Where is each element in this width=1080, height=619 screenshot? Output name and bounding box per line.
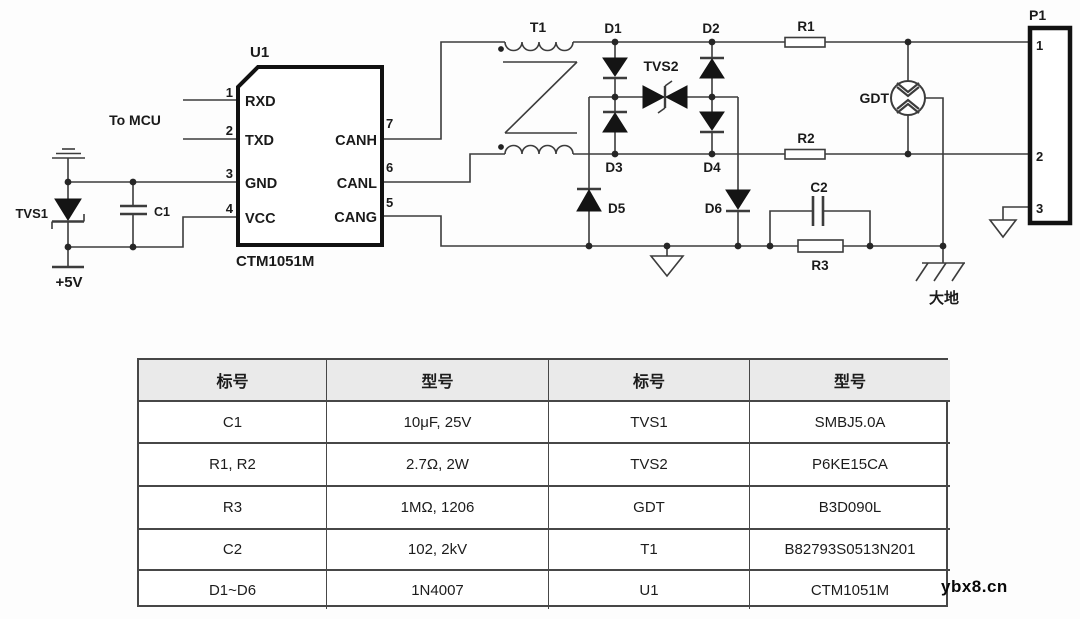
table-cell: 102, 2kV	[326, 528, 548, 569]
table-cell: B3D090L	[749, 485, 950, 528]
r3-resistor: R3	[797, 239, 844, 273]
tvs1-diode: TVS1	[15, 198, 85, 229]
table-cell: TVS2	[548, 442, 749, 485]
r3-label: R3	[811, 258, 829, 273]
p1-pin3-number: 3	[1036, 201, 1043, 216]
table-cell: T1	[548, 528, 749, 569]
d2-diode: D2	[699, 21, 725, 79]
r2-resistor: R2	[784, 131, 826, 160]
u1-pin-vcc-label: VCC	[245, 211, 276, 227]
table-cell: SMBJ5.0A	[749, 400, 950, 442]
watermark: ybx8.cn	[941, 577, 1008, 596]
component-table: 标号 型号 标号 型号 C1 10μF, 25V TVS1 SMBJ5.0A R…	[137, 358, 950, 609]
u1-pin-rxd-label: RXD	[245, 94, 276, 110]
table-header-cell: 标号	[548, 360, 749, 400]
table-header-cell: 标号	[139, 360, 326, 400]
u1-pin5-number: 5	[386, 195, 393, 210]
table-cell: GDT	[548, 485, 749, 528]
p1-pin2-number: 2	[1036, 149, 1043, 164]
d1-diode: D1	[602, 21, 628, 80]
plus5v-rail: +5V	[52, 265, 84, 291]
t1-transformer: T1	[498, 19, 578, 155]
p1-connector: P1 1 2 3	[1027, 7, 1073, 226]
t1-polarity-dot-top	[498, 46, 504, 52]
table-cell: CTM1051M	[749, 569, 950, 609]
plus5v-label: +5V	[55, 274, 82, 291]
d2-label: D2	[702, 21, 719, 36]
r1-resistor: R1	[784, 19, 826, 48]
d6-label: D6	[705, 201, 723, 216]
d4-label: D4	[703, 160, 721, 175]
u1-chip: U1 CTM1051M 1 2 3 4 RXD TXD GND VCC 7 6 …	[226, 44, 393, 270]
signal-ground-symbol	[52, 148, 85, 159]
table-cell: C1	[139, 400, 326, 442]
u1-pin7-number: 7	[386, 116, 393, 131]
table-cell: R3	[139, 485, 326, 528]
table-cell: 1N4007	[326, 569, 548, 609]
table-cell: C2	[139, 528, 326, 569]
circuit-schematic: U1 CTM1051M 1 2 3 4 RXD TXD GND VCC 7 6 …	[15, 7, 1073, 307]
u1-ref-label: U1	[250, 44, 269, 61]
table-cell: B82793S0513N201	[749, 528, 950, 569]
table-cell: 1MΩ, 1206	[326, 485, 548, 528]
gdt-gas-discharge-tube: GDT	[859, 80, 926, 116]
u1-pin2-number: 2	[226, 123, 233, 138]
wires	[67, 41, 1030, 267]
earth-ground-symbol: 大地	[915, 262, 965, 307]
gdt-label: GDT	[859, 90, 889, 106]
u1-pin3-number: 3	[226, 166, 233, 181]
p1-body	[1027, 25, 1073, 226]
u1-pin6-number: 6	[386, 160, 393, 175]
c2-capacitor: C2	[810, 180, 828, 226]
u1-pin-canh-label: CANH	[335, 133, 377, 149]
u1-pin-canl-label: CANL	[337, 176, 377, 192]
p1-pin1-number: 1	[1036, 38, 1043, 53]
d5-label: D5	[608, 201, 626, 216]
c1-capacitor: C1	[120, 204, 170, 219]
table-cell: R1, R2	[139, 442, 326, 485]
u1-pin-gnd-label: GND	[245, 176, 277, 192]
r2-label: R2	[797, 131, 814, 146]
t1-polarity-dot-bottom	[498, 144, 504, 150]
u1-pin1-number: 1	[226, 85, 233, 100]
c2-label: C2	[810, 180, 827, 195]
d4-diode: D4	[699, 111, 725, 175]
tvs2-label: TVS2	[643, 58, 678, 74]
d3-diode: D3	[602, 110, 628, 175]
to-mcu-label: To MCU	[109, 112, 161, 128]
tvs1-label: TVS1	[15, 206, 48, 221]
r1-label: R1	[797, 19, 815, 34]
d1-label: D1	[604, 21, 622, 36]
table-cell: D1~D6	[139, 569, 326, 609]
table-header-cell: 型号	[326, 360, 548, 400]
u1-pin-cang-label: CANG	[334, 210, 377, 226]
u1-pin-txd-label: TXD	[245, 133, 274, 149]
chassis-ground-symbol	[649, 246, 685, 278]
junction-dots	[64, 38, 947, 251]
gdt-body	[890, 80, 926, 116]
p1-ref-label: P1	[1029, 7, 1046, 23]
table-cell: 10μF, 25V	[326, 400, 548, 442]
u1-part-label: CTM1051M	[236, 253, 314, 270]
table-cell: 2.7Ω, 2W	[326, 442, 548, 485]
tvs2-diode: TVS2	[642, 58, 688, 114]
table-cell: P6KE15CA	[749, 442, 950, 485]
table-header-cell: 型号	[749, 360, 950, 400]
d5-diode: D5	[576, 187, 626, 216]
t1-label: T1	[530, 19, 547, 35]
p1-ground-symbol	[988, 219, 1018, 239]
u1-chip-body	[236, 65, 384, 247]
table-cell: U1	[548, 569, 749, 609]
c1-label: C1	[154, 205, 170, 219]
d3-label: D3	[605, 160, 623, 175]
earth-label: 大地	[929, 289, 959, 307]
u1-pin4-number: 4	[226, 201, 234, 216]
d6-diode: D6	[705, 189, 751, 216]
table-cell: TVS1	[548, 400, 749, 442]
